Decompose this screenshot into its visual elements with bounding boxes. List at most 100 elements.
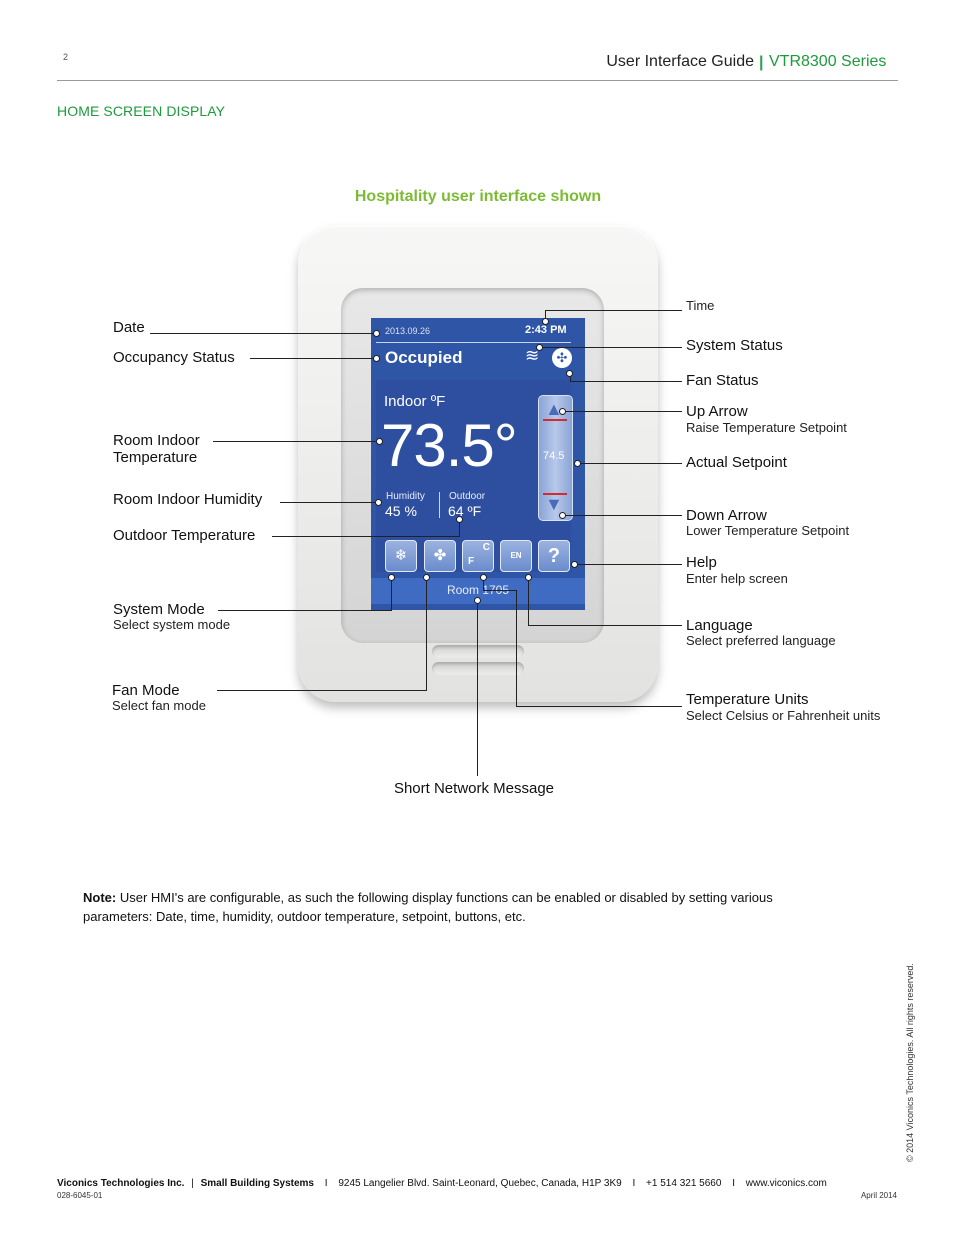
callout-system-mode: System Mode bbox=[113, 601, 205, 618]
callout-network-line bbox=[477, 600, 478, 776]
humidity-label: Humidity bbox=[386, 491, 425, 502]
callout-system-mode-line bbox=[218, 610, 392, 611]
callout-fan-mode-line-v bbox=[426, 577, 427, 691]
language-button[interactable]: EN bbox=[500, 540, 532, 572]
callout-help-dot bbox=[571, 561, 578, 568]
callout-system-status: System Status bbox=[686, 337, 783, 354]
callout-language-sub: Select preferred language bbox=[686, 633, 836, 648]
system-mode-button[interactable]: ❄ bbox=[385, 540, 417, 572]
callout-help-line bbox=[575, 564, 682, 565]
footer-phone: +1 514 321 5660 bbox=[646, 1178, 722, 1189]
guide-title: User Interface Guide bbox=[606, 53, 754, 70]
system-mode-icon: ❄ bbox=[394, 547, 408, 564]
callout-humidity-dot bbox=[375, 499, 382, 506]
callout-units-line-v2 bbox=[483, 578, 484, 591]
callout-room-indoor-humidity: Room Indoor Humidity bbox=[113, 491, 263, 508]
up-arrow-icon[interactable]: ▲ bbox=[545, 399, 563, 419]
header-rule bbox=[57, 80, 898, 81]
callout-fan-status-dot bbox=[566, 370, 573, 377]
callout-fan-mode: Fan Mode bbox=[112, 682, 180, 699]
callout-date-line bbox=[150, 333, 376, 334]
callout-units-line-v bbox=[516, 590, 517, 707]
up-arrow-indicator bbox=[543, 419, 567, 421]
callout-outdoor-line-v bbox=[459, 520, 460, 537]
down-arrow-indicator bbox=[543, 493, 567, 495]
callout-language-line bbox=[528, 625, 682, 626]
fan-icon: ✤ bbox=[433, 547, 447, 564]
setpoint-bar bbox=[538, 395, 573, 521]
callout-time: Time bbox=[686, 298, 715, 313]
language-label: EN bbox=[510, 551, 522, 560]
callout-units-line bbox=[516, 706, 682, 707]
footer-sep-3: I bbox=[632, 1178, 636, 1189]
callout-time-dot bbox=[542, 318, 549, 325]
vent-slot-top bbox=[432, 645, 524, 658]
callout-setpoint-line bbox=[578, 463, 682, 464]
callout-actual-setpoint: Actual Setpoint bbox=[686, 454, 787, 471]
indoor-label: Indoor ºF bbox=[384, 393, 446, 410]
indoor-temperature: 73.5° bbox=[381, 412, 518, 479]
footer-company: Viconics Technologies Inc. bbox=[57, 1178, 185, 1189]
callout-down-arrow: Down Arrow bbox=[686, 507, 767, 524]
network-message: Room 1705 bbox=[446, 583, 510, 597]
outdoor-label: Outdoor bbox=[449, 491, 486, 502]
callout-network-dot bbox=[474, 597, 481, 604]
humidity-outdoor-divider bbox=[439, 492, 440, 518]
callout-up-arrow: Up Arrow bbox=[686, 403, 748, 420]
heat-waves-icon: ≋ bbox=[525, 346, 540, 365]
callout-up-arrow-sub: Raise Temperature Setpoint bbox=[686, 420, 847, 435]
callout-outdoor-dot bbox=[456, 516, 463, 523]
footer-website[interactable]: www.viconics.com bbox=[745, 1178, 827, 1189]
callout-fan-status-line-v bbox=[570, 372, 571, 382]
footer-sep-4: I bbox=[732, 1178, 735, 1189]
callout-system-mode-line-v bbox=[391, 577, 392, 611]
callout-fan-mode-sub: Select fan mode bbox=[112, 698, 206, 713]
fahrenheit-label: F bbox=[468, 556, 475, 567]
callout-room-indoor-temp-1: Room Indoor bbox=[113, 432, 200, 449]
callout-up-arrow-line bbox=[562, 411, 682, 412]
callout-indoor-temp-dot bbox=[376, 438, 383, 445]
callout-system-mode-sub: Select system mode bbox=[113, 617, 231, 632]
screen-time: 2:43 PM bbox=[525, 324, 567, 336]
callout-occupancy-status: Occupancy Status bbox=[113, 349, 235, 366]
occupancy-status: Occupied bbox=[385, 348, 463, 367]
callout-help-sub: Enter help screen bbox=[686, 571, 788, 586]
callout-occupancy-dot bbox=[373, 355, 380, 362]
callout-down-arrow-dot bbox=[559, 512, 566, 519]
callout-language-dot bbox=[525, 574, 532, 581]
callout-occupancy-line bbox=[250, 358, 376, 359]
callout-fan-mode-dot bbox=[423, 574, 430, 581]
callout-language: Language bbox=[686, 617, 753, 634]
fan-mode-button[interactable]: ✤ bbox=[424, 540, 456, 572]
callout-units-line-h2 bbox=[483, 590, 517, 591]
callout-down-arrow-sub: Lower Temperature Setpoint bbox=[686, 523, 850, 538]
callout-fan-mode-line bbox=[217, 690, 427, 691]
callout-system-mode-dot bbox=[388, 574, 395, 581]
callout-time-line-v bbox=[545, 310, 546, 322]
vent-slot-bottom bbox=[432, 662, 524, 675]
callout-units-dot bbox=[480, 574, 487, 581]
down-arrow-icon[interactable]: ▼ bbox=[545, 494, 563, 514]
callout-fan-status: Fan Status bbox=[686, 372, 759, 389]
callout-indoor-temp-line bbox=[213, 441, 379, 442]
note-paragraph: Note: User HMI's are configurable, as su… bbox=[83, 888, 803, 926]
callout-setpoint-dot bbox=[574, 460, 581, 467]
celsius-label: C bbox=[482, 542, 490, 553]
section-title: HOME SCREEN DISPLAY bbox=[57, 103, 226, 119]
temperature-units-button[interactable]: C F bbox=[462, 540, 494, 572]
footer-sep-1: | bbox=[191, 1178, 194, 1189]
screen-date: 2013.09.26 bbox=[385, 326, 431, 336]
footer-left: Viconics Technologies Inc. | Small Build… bbox=[57, 1178, 827, 1189]
footer-sep-2: I bbox=[324, 1178, 328, 1189]
footer-address: 9245 Langelier Blvd. Saint-Leonard, Queb… bbox=[338, 1178, 622, 1189]
help-button[interactable]: ? bbox=[538, 540, 570, 572]
series-title: VTR8300 Series bbox=[769, 53, 887, 70]
header-separator: | bbox=[759, 54, 764, 71]
callout-room-indoor-temp-2: Temperature bbox=[113, 449, 198, 466]
document-number: 028-6045-01 bbox=[57, 1191, 103, 1200]
callout-system-status-line bbox=[540, 347, 682, 348]
note-text: User HMI's are configurable, as such the… bbox=[83, 890, 773, 924]
figure-caption: Hospitality user interface shown bbox=[354, 188, 602, 205]
copyright-notice: © 2014 Viconics Technologies. All rights… bbox=[905, 963, 915, 1162]
callout-humidity-line bbox=[280, 502, 378, 503]
